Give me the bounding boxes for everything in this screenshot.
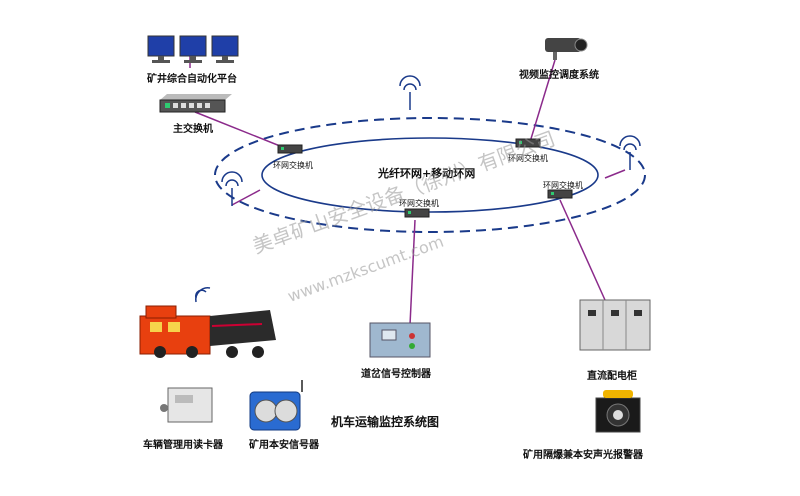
locomotive-icon xyxy=(139,287,276,358)
label-automation-platform: 矿井综合自动化平台 xyxy=(147,74,237,85)
signal-lamp-icon xyxy=(249,380,303,431)
signal-controller-icon xyxy=(369,322,431,358)
label-ring-switch-bottom: 环网交换机 xyxy=(399,199,439,208)
wireless-antenna-icon xyxy=(221,75,641,206)
label-ring-name: 光纤环网+移动环网 xyxy=(378,167,476,180)
label-dc-cabinet: 直流配电柜 xyxy=(587,371,637,382)
label-main-switch: 主交换机 xyxy=(173,124,213,135)
monitor-icon xyxy=(147,35,239,63)
label-signal-lamp: 矿用本安信号器 xyxy=(249,440,319,451)
dc-cabinet-icon xyxy=(579,299,651,351)
outer-ring-dashed xyxy=(214,117,646,233)
label-ring-switch-left: 环网交换机 xyxy=(273,161,313,170)
card-reader-icon xyxy=(160,387,213,423)
ring-switch-bottom-icon xyxy=(404,208,430,218)
label-switch-controller: 道岔信号控制器 xyxy=(361,369,431,380)
main-switch-icon xyxy=(159,94,232,113)
ring-switch-right-icon xyxy=(515,138,541,148)
ring-switch-left-icon xyxy=(277,144,303,154)
label-ring-switch-far-right: 环网交换机 xyxy=(543,181,583,190)
label-video-system: 视频监控调度系统 xyxy=(519,70,599,81)
label-alarm: 矿用隔爆兼本安声光报警器 xyxy=(523,450,643,461)
label-ring-switch-right: 环网交换机 xyxy=(508,154,548,163)
ring-switch-far-right-icon xyxy=(547,189,573,199)
camera-icon xyxy=(545,38,588,60)
inner-ring xyxy=(261,137,599,213)
label-card-reader: 车辆管理用读卡器 xyxy=(143,440,223,451)
links xyxy=(189,50,626,326)
diagram-title: 机车运输监控系统图 xyxy=(331,415,440,429)
alarm-icon xyxy=(595,390,641,433)
